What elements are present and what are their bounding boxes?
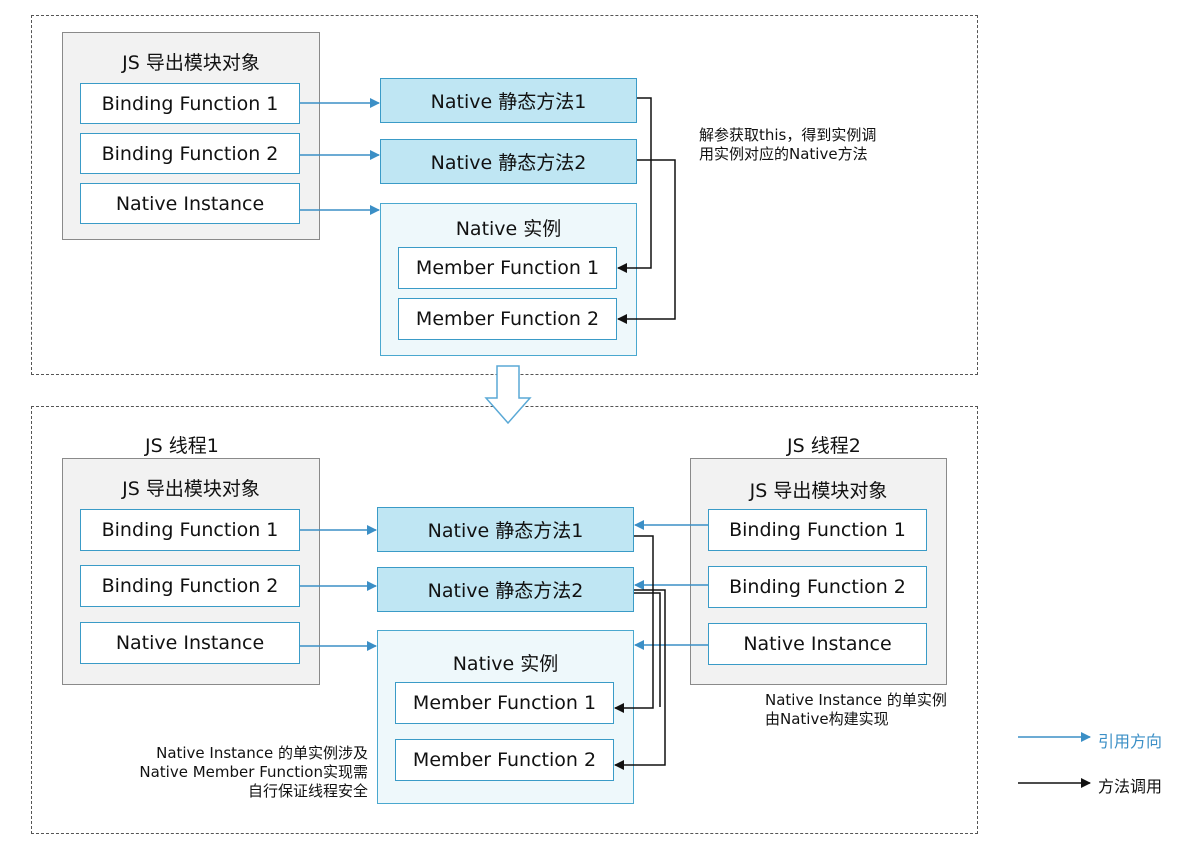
thread-safety-note: Native Instance 的单实例涉及 Native Member Fun… bbox=[118, 744, 368, 801]
top-call-note-line-2: 用实例对应的Native方法 bbox=[699, 145, 868, 163]
thread1-js-module-title: JS 导出模块对象 bbox=[122, 478, 260, 500]
top-binding-function-2: Binding Function 2 bbox=[80, 133, 300, 174]
js-thread-2-label: JS 线程2 bbox=[787, 435, 861, 457]
thread1-binding-function-2: Binding Function 2 bbox=[80, 565, 300, 607]
top-native-static-method-2: Native 静态方法2 bbox=[380, 139, 637, 184]
bottom-member-function-2: Member Function 2 bbox=[395, 739, 614, 781]
legend-call-label: 方法调用 bbox=[1098, 777, 1163, 796]
top-member-function-1: Member Function 1 bbox=[398, 247, 617, 289]
top-js-module-title: JS 导出模块对象 bbox=[122, 52, 260, 74]
top-binding-function-1: Binding Function 1 bbox=[80, 83, 300, 124]
top-call-note-line-1: 解参获取this，得到实例调 bbox=[699, 126, 877, 144]
singleton-construction-note: Native Instance 的单实例 由Native构建实现 bbox=[765, 691, 947, 729]
thread1-binding-function-1: Binding Function 1 bbox=[80, 509, 300, 551]
thread2-binding-function-2: Binding Function 2 bbox=[708, 566, 927, 608]
top-native-static-method-1: Native 静态方法1 bbox=[380, 78, 637, 123]
thread-safety-note-line-1: Native Instance 的单实例涉及 bbox=[156, 744, 368, 762]
bottom-native-static-method-2: Native 静态方法2 bbox=[377, 567, 634, 612]
top-call-note: 解参获取this，得到实例调 用实例对应的Native方法 bbox=[699, 126, 876, 164]
thread2-js-module-title: JS 导出模块对象 bbox=[749, 480, 888, 502]
top-member-function-2: Member Function 2 bbox=[398, 298, 617, 340]
singleton-construction-note-line-1: Native Instance 的单实例 bbox=[765, 691, 947, 709]
legend-reference-label: 引用方向 bbox=[1098, 732, 1163, 751]
bottom-native-static-method-1: Native 静态方法1 bbox=[377, 507, 634, 552]
top-native-instance-ref: Native Instance bbox=[80, 183, 300, 224]
thread2-binding-function-1: Binding Function 1 bbox=[708, 509, 927, 551]
top-native-instance-title: Native 实例 bbox=[455, 218, 562, 240]
thread-safety-note-line-3: 自行保证线程安全 bbox=[247, 782, 368, 800]
thread-safety-note-line-2: Native Member Function实现需 bbox=[139, 763, 368, 781]
js-thread-1-label: JS 线程1 bbox=[145, 435, 219, 457]
thread1-native-instance-ref: Native Instance bbox=[80, 622, 300, 664]
singleton-construction-note-line-2: 由Native构建实现 bbox=[765, 710, 889, 728]
thread2-native-instance-ref: Native Instance bbox=[708, 623, 927, 665]
bottom-native-instance-title: Native 实例 bbox=[452, 653, 559, 675]
bottom-member-function-1: Member Function 1 bbox=[395, 682, 614, 724]
